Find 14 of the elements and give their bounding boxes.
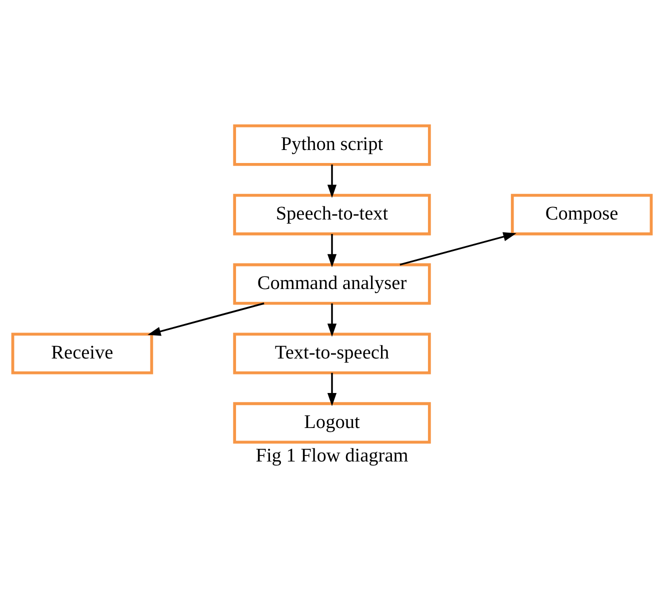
node-box: Python script [233,124,431,166]
node-box: Command analyser [233,262,431,304]
node-box: Compose [510,193,653,235]
node-box: Speech-to-text [233,193,431,235]
arrow [148,302,264,336]
caption: Fig 1 Flow diagram [256,444,408,466]
node-box: Receive [11,332,154,374]
arrow [327,302,337,336]
arrow [327,234,337,267]
arrow [400,232,516,266]
arrow [327,164,337,198]
node-box: Text-to-speech [233,332,431,374]
arrow [327,372,337,406]
node-box: Logout [233,402,431,444]
